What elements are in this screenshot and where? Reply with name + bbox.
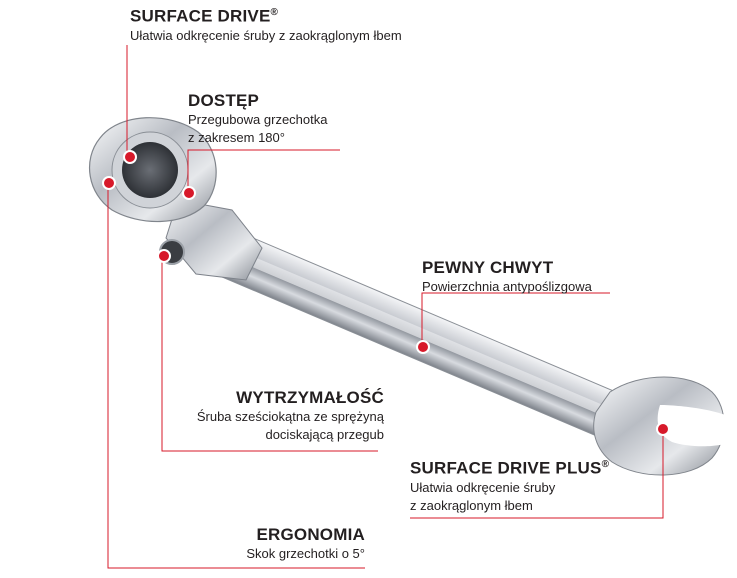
callout-surface-drive: SURFACE DRIVE® Ułatwia odkręcenie śruby … (130, 3, 402, 45)
callout-dots (102, 150, 670, 436)
line-pewny-chwyt (421, 292, 610, 347)
dot-surface-drive-plus (656, 422, 670, 436)
line-ergonomia (107, 182, 365, 569)
dot-dostep (182, 186, 196, 200)
line-dostep (187, 149, 340, 193)
callout-desc: Ułatwia odkręcenie śruby (410, 479, 556, 495)
callout-title: ERGONOMIA (256, 525, 365, 544)
callout-desc: z zakresem 180° (188, 130, 285, 145)
line-surface-drive-plus (410, 429, 664, 519)
callout-surface-drive-plus: SURFACE DRIVE PLUS® Ułatwia odkręcenie ś… (410, 455, 609, 515)
callout-desc: Skok grzechotki o 5° (246, 546, 365, 561)
callout-dostep: DOSTĘP Przegubowa grzechotka z zakresem … (188, 91, 327, 147)
dot-ergonomia (102, 176, 116, 190)
callout-desc: Przegubowa grzechotka (188, 112, 328, 127)
dot-pewny-chwyt (416, 340, 430, 354)
callout-title: WYTRZYMAŁOŚĆ (236, 388, 384, 407)
callout-desc: Śruba sześciokątna ze sprężyną (196, 409, 384, 424)
callout-title: DOSTĘP (188, 91, 260, 110)
dot-wytrzymalosc (157, 249, 171, 263)
callout-pewny-chwyt: PEWNY CHWYT Powierzchnia antypoślizgowa (422, 258, 592, 296)
callout-title: SURFACE DRIVE PLUS® (410, 458, 610, 478)
callout-title: SURFACE DRIVE® (130, 6, 279, 26)
callout-wytrzymalosc: WYTRZYMAŁOŚĆ Śruba sześciokątna ze spręż… (197, 388, 384, 444)
dot-surface-drive (123, 150, 137, 164)
callout-lines (107, 45, 664, 569)
callout-desc: z zaokrąglonym łbem (410, 497, 533, 513)
callout-desc: Ułatwia odkręcenie śruby z zaokrąglonym … (130, 27, 402, 43)
callout-ergonomia: ERGONOMIA Skok grzechotki o 5° (246, 525, 365, 563)
line-wytrzymalosc (161, 257, 378, 452)
callout-desc: dociskającą przegub (265, 427, 384, 442)
callout-title: PEWNY CHWYT (422, 258, 554, 277)
callout-desc: Powierzchnia antypoślizgowa (422, 279, 592, 294)
wrench-joint (159, 199, 263, 281)
